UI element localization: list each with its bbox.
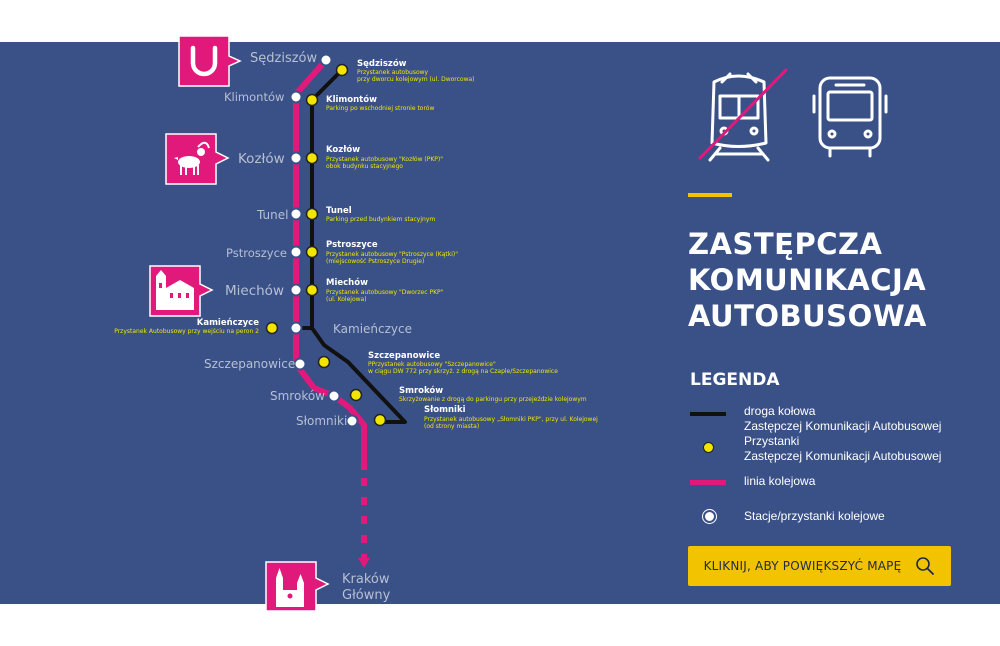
horseshoe-badge	[178, 35, 242, 87]
railway-stations	[289, 53, 359, 428]
station-dot	[289, 321, 303, 335]
stop-desc-pstroszyce-1: Przystanek autobusowy "Pstroszyce (Kątki…	[326, 251, 458, 258]
title-line-1: ZASTĘPCZA	[688, 227, 883, 261]
station-dot	[289, 207, 303, 221]
station-dot	[289, 283, 303, 297]
page-title: ZASTĘPCZA KOMUNIKACJA AUTOBUSOWA	[688, 226, 927, 334]
stop-name-szczepanowice: Szczepanowice	[368, 351, 440, 361]
legend-road-swatch	[690, 412, 726, 416]
legend-heading: LEGENDA	[690, 370, 780, 390]
bus-stop-dot	[349, 388, 363, 402]
bus-stop-dot	[305, 207, 319, 221]
zoom-map-button[interactable]: KLIKNIJ, ABY POWIĘKSZYĆ MAPĘ	[688, 546, 951, 586]
station-dot	[289, 90, 303, 104]
stop-name-klimontow: Klimontów	[326, 94, 377, 105]
legend-rail-label: linia kolejowa	[744, 474, 816, 488]
stop-desc-miechow-1: Przystanek autobusowy "Dworzec PKP"	[326, 289, 444, 296]
church-icon	[156, 270, 194, 310]
station-labels: Sędziszów Klimontów Kozłów Tunel Pstrosz…	[204, 51, 412, 603]
stop-name-miechow: Miechów	[326, 277, 368, 288]
stop-desc-miechow-2: (ul. Kolejowa)	[326, 296, 367, 303]
goat-icon	[174, 141, 210, 175]
title-accent-bar	[688, 193, 732, 197]
bus-stop-dot	[373, 413, 387, 427]
station-dot	[289, 151, 303, 165]
bus-stop-dot	[335, 63, 349, 77]
legend-stations-label: Stacje/przystanki kolejowe	[744, 509, 885, 523]
stop-desc-kozlow-1: Przystanek autobusowy "Kozłów (PKP)"	[326, 156, 443, 163]
bus-stop-dot	[265, 321, 279, 335]
search-icon	[916, 557, 935, 575]
basilica-icon	[276, 568, 304, 607]
stop-name-pstroszyce: Pstroszyce	[326, 240, 378, 250]
legend-stop-line2: Zastępczej Komunikacji Autobusowej	[744, 449, 942, 463]
stop-name-kozlow: Kozłów	[326, 144, 360, 155]
station-dot	[345, 414, 359, 428]
station-label-slomniki: Słomniki	[296, 414, 347, 428]
title-line-2: KOMUNIKACJA	[688, 263, 927, 297]
title-line-3: AUTOBUSOWA	[688, 299, 927, 333]
stop-desc-sedziszow-1: Przystanek autobusowy	[357, 69, 429, 76]
stop-desc-slomniki-2: (od strony miasta)	[424, 423, 479, 430]
station-label-krakow-line2: Główny	[342, 588, 391, 603]
stop-labels: Sędziszów Przystanek autobusowy przy dwo…	[114, 58, 598, 430]
stop-desc-pstroszyce-2: (miejscowość Pstroszyce Drugie)	[326, 258, 424, 265]
station-label-sedziszow: Sędziszów	[250, 51, 317, 66]
legend-stop-swatch	[703, 442, 714, 453]
stop-name-slomniki: Słomniki	[424, 405, 466, 415]
stop-desc-klimontow-1: Parking po wschodniej stronie torów	[326, 105, 434, 112]
bus-stop-dot	[305, 283, 319, 297]
stop-name-kamienczyce: Kamieńczyce	[197, 318, 259, 328]
station-label-szczepanowice: Szczepanowice	[204, 357, 295, 371]
zoom-map-button-label: KLIKNIJ, ABY POWIĘKSZYĆ MAPĘ	[703, 559, 902, 573]
stop-desc-szczepanowice-1: PPrzystanek autobusowy "Szczepanowice"	[368, 361, 496, 368]
station-label-klimontow: Klimontów	[224, 90, 284, 104]
station-dot	[327, 389, 341, 403]
legend-road-line1: droga kołowa	[744, 404, 816, 418]
railway-line	[293, 58, 370, 568]
bus-icon	[812, 76, 888, 158]
bus-stop-dot	[317, 355, 331, 369]
bus-stop-dot	[305, 151, 319, 165]
legend-road-line2: Zastępczej Komunikacji Autobusowej	[744, 419, 942, 433]
stop-desc-kozlow-2: obok budynku stacyjnego	[326, 163, 403, 170]
horseshoe-icon	[190, 45, 218, 77]
stop-desc-smrokow-1: Skrzyżowanie z drogą do parkingu przy pr…	[399, 396, 587, 403]
stop-name-smrokow: Smroków	[399, 385, 443, 396]
stop-desc-kamienczyce-1: Przystanek Autobusowy przy wejściu na pe…	[114, 328, 259, 335]
bus-stop-dot	[305, 93, 319, 107]
station-label-kamienczyce: Kamieńczyce	[333, 322, 412, 336]
stop-name-tunel: Tunel	[326, 206, 352, 216]
station-label-miechow: Miechów	[225, 283, 284, 299]
station-dot	[289, 245, 303, 259]
bus-stops	[265, 63, 387, 427]
station-label-kozlow: Kozłów	[238, 151, 285, 167]
station-label-smrokow: Smroków	[270, 389, 325, 403]
station-label-pstroszyce: Pstroszyce	[226, 246, 287, 260]
station-label-krakow-line1: Kraków	[342, 572, 390, 587]
legend-stop-line1: Przystanki	[744, 434, 800, 448]
church-badge	[149, 265, 214, 317]
stop-desc-szczepanowice-2: w ciągu DW 772 przy skrzyż. z drogą na C…	[368, 368, 558, 375]
station-dot	[293, 357, 307, 371]
legend-rail-swatch	[690, 480, 726, 485]
crossed-out-train-icon	[698, 68, 788, 162]
stop-desc-tunel-1: Parking przed budynkiem stacyjnym	[326, 216, 435, 223]
basilica-badge	[265, 561, 330, 612]
station-dot	[319, 53, 333, 67]
stop-desc-sedziszow-2: przy dworcu kolejowym (ul. Dworcowa)	[357, 76, 475, 83]
station-label-tunel: Tunel	[256, 208, 288, 222]
stop-desc-slomniki-1: Przystanek autobusowy „Słomniki PKP", pr…	[424, 416, 598, 423]
bus-stop-dot	[305, 245, 319, 259]
stop-name-sedziszow: Sędziszów	[357, 58, 407, 69]
legend-station-swatch	[703, 510, 716, 523]
goat-badge	[165, 133, 230, 185]
